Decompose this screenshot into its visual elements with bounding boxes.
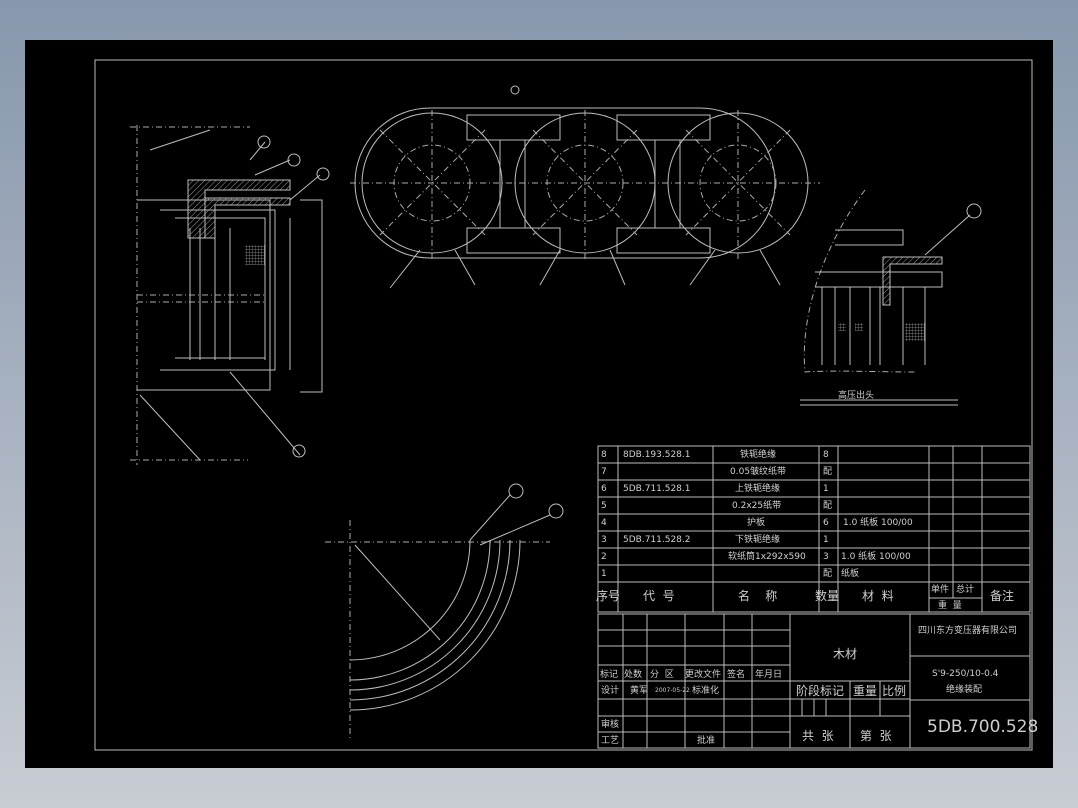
row-no: 8 bbox=[601, 450, 607, 460]
row-name: 软纸筒1x292x590 bbox=[728, 550, 806, 562]
row-material: 纸板 bbox=[841, 567, 859, 579]
drawing-frame bbox=[94, 59, 1033, 751]
row-no: 6 bbox=[601, 484, 607, 494]
row-name: 下铁轭绝缘 bbox=[735, 533, 780, 545]
row-no: 2 bbox=[601, 552, 607, 562]
label-zone: 分 区 bbox=[650, 669, 674, 680]
label-sign: 签名 bbox=[727, 668, 745, 680]
row-qty: 1 bbox=[823, 484, 829, 494]
label-design: 设计 bbox=[601, 684, 619, 696]
row-no: 4 bbox=[601, 518, 607, 528]
title-block: 标记 处数 分 区 更改文件 签名 年月日 设计 黄军 2007-05-22 标… bbox=[600, 624, 1038, 746]
row-name: 上铁轭绝缘 bbox=[735, 482, 780, 494]
row-qty: 1 bbox=[823, 535, 829, 545]
detail-label: 高压出头 bbox=[838, 389, 874, 401]
row-qty: 8 bbox=[823, 450, 829, 460]
row-name: 0.05皱纹纸带 bbox=[730, 465, 786, 477]
row-no: 1 bbox=[601, 569, 607, 579]
drawing-number: 5DB.700.528 bbox=[927, 717, 1038, 737]
top-plan-view bbox=[350, 85, 820, 289]
row-no: 5 bbox=[601, 501, 607, 511]
label-total-sheets: 共 张 bbox=[802, 729, 834, 743]
header-material: 材 料 bbox=[862, 589, 894, 603]
header-remark: 备注 bbox=[990, 588, 1014, 603]
header-name: 名 称 bbox=[738, 588, 777, 603]
material-label: 木材 bbox=[833, 647, 857, 661]
header-qty: 数量 bbox=[815, 588, 839, 603]
header-weight: 重 量 bbox=[938, 599, 962, 611]
row-qty: 6 bbox=[823, 518, 829, 528]
row-name: 护板 bbox=[747, 516, 765, 528]
design-date: 2007-05-22 bbox=[655, 687, 690, 694]
row-material: 1.0 纸板 100/00 bbox=[841, 550, 911, 562]
label-standard: 标准化 bbox=[692, 684, 719, 696]
row-no: 7 bbox=[601, 467, 607, 477]
label-stage: 阶段标记 bbox=[796, 683, 844, 698]
header-unit: 单件 bbox=[931, 583, 949, 595]
detail-view: 高压出头 bbox=[800, 189, 982, 406]
label-count: 处数 bbox=[624, 668, 642, 680]
row-no: 3 bbox=[601, 535, 607, 545]
label-mark: 标记 bbox=[600, 668, 618, 680]
row-code: 5DB.711.528.2 bbox=[623, 535, 691, 545]
row-qty: 配 bbox=[823, 500, 832, 511]
header-total: 总计 bbox=[956, 583, 974, 595]
parts-list-grid bbox=[597, 445, 1031, 749]
label-change-doc: 更改文件 bbox=[685, 668, 721, 680]
label-date: 年月日 bbox=[755, 668, 782, 680]
company-name: 四川东方变压器有限公司 bbox=[918, 624, 1017, 636]
label-review: 审核 bbox=[601, 718, 619, 730]
row-qty: 3 bbox=[823, 552, 829, 562]
row-code: 8DB.193.528.1 bbox=[623, 450, 691, 460]
label-scale: 比例 bbox=[882, 684, 906, 698]
label-weight: 重量 bbox=[853, 684, 877, 698]
row-qty: 配 bbox=[823, 568, 832, 579]
header-no: 序号 bbox=[596, 588, 620, 603]
row-material: 1.0 纸板 100/00 bbox=[843, 516, 913, 528]
label-sheet: 第 张 bbox=[860, 729, 892, 743]
bottom-quarter-view bbox=[325, 483, 564, 740]
row-name: 铁轭绝缘 bbox=[740, 448, 776, 460]
drawing-title: 绝缘装配 bbox=[946, 683, 982, 695]
header-code: 代 号 bbox=[643, 589, 675, 603]
designer-name: 黄军 bbox=[630, 684, 648, 696]
label-approve: 批准 bbox=[697, 734, 715, 746]
row-name: 0.2x25纸带 bbox=[732, 499, 781, 511]
model-number: S'9-250/10-0.4 bbox=[932, 669, 999, 679]
left-section-view bbox=[130, 125, 330, 465]
row-code: 5DB.711.528.1 bbox=[623, 484, 691, 494]
label-process: 工艺 bbox=[601, 735, 619, 746]
row-qty: 配 bbox=[823, 466, 832, 477]
